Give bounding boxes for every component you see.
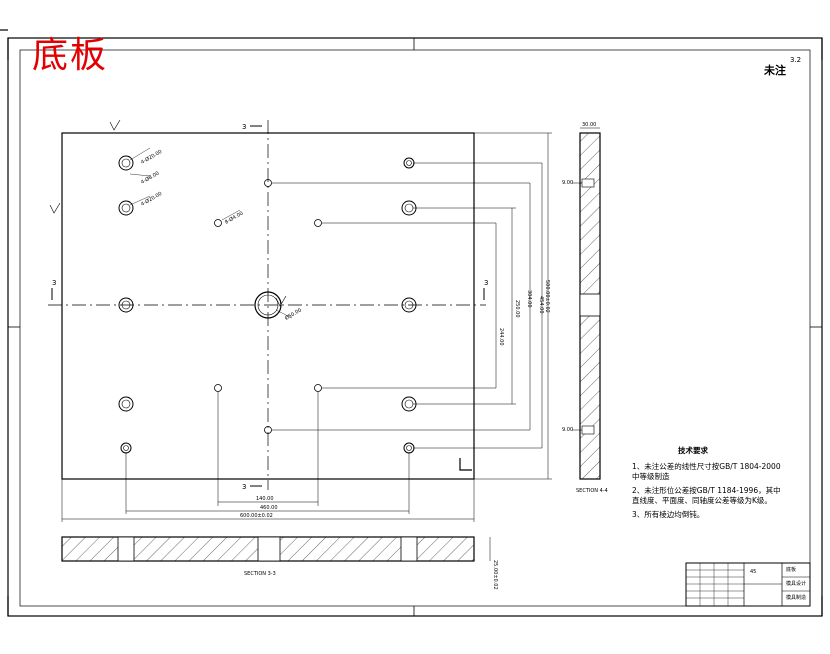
center-bore [254,291,282,319]
hole-bl2 [120,442,132,454]
callout-2: 4-Ø8.00 [140,170,161,186]
section-slot-center [257,536,281,562]
tech-req-title: 技术要求 [678,446,708,455]
title-block-material: 45 [750,569,757,575]
finish-symbols [49,119,287,307]
callout-4: 8-Ø4.00 [224,210,245,226]
dim-140: 140.00 [256,496,274,502]
side-view-caption: SECTION 4-4 [576,488,608,494]
drawing-title: 底板 [32,35,109,76]
pin-holes [214,179,322,434]
side-slot-top [581,178,595,188]
section-cut-marks [51,125,485,487]
side-dimension-lines [572,127,600,431]
technical-requirements: 技术要求 1、未注公差的线性尺寸按GB/T 1804-2000中等级制造 2、未… [632,446,782,524]
title-block [685,562,811,607]
hole-mr [401,297,417,313]
side-slot-bottom [581,425,595,435]
roughness-value: 3.2 [790,56,802,64]
hole-tr1 [403,157,415,169]
hole-ml [118,297,134,313]
section-view-caption: SECTION 3-3 [244,571,276,577]
dim-460: 460.00 [260,505,278,511]
dim-600: 600.00±0.02 [240,513,273,519]
bottom-dimension-lines [61,392,475,522]
title-block-name: 底板 [786,567,797,573]
dim-304: 304.00 [526,290,532,308]
hole-br2 [403,442,415,454]
callout-1: 4-Ø20.00 [140,148,164,166]
title-block-note2: 模具制造 [786,595,807,601]
inner-frame [19,49,811,607]
side-dim-top: 30.00 [582,122,596,128]
section-slot-left [117,536,135,562]
thickness-dim: 25.00±0.02 [492,560,498,590]
roughness-label: 未注 [764,64,786,77]
tech-req-item-1: 1、未注公差的线性尺寸按GB/T 1804-2000中等级制造 [632,462,781,481]
side-dim-9-bottom: 9.00 [562,427,573,433]
right-dimension-leaders [272,132,552,480]
corner-marks [0,29,823,616]
tech-req-item-3: 3、所有棱边均倒钝。 [632,510,705,519]
callout-5: Ø50.00 [284,307,303,322]
hole-tl2 [118,200,134,216]
callout-3: 4-Ø20.00 [140,190,164,208]
section-label-left: 3 [52,279,56,287]
tech-req-item-2: 2、未注形位公差按GB/T 1184-1996，其中直线度、平面度、同轴度公差等… [632,486,781,505]
title-block-note1: 模具设计 [786,581,807,587]
dim-244: 244.00 [498,328,504,346]
callout-leaders [129,147,293,319]
section-slot-right [400,536,418,562]
section-label-top: 3 [242,123,246,131]
hole-tl1 [118,155,134,171]
center-bore-inner [257,294,279,316]
hole-bl1 [118,396,134,412]
corner-mark [459,458,472,471]
outer-border [7,37,823,617]
section-label-bottom: 3 [242,483,246,491]
dim-250: 250.00 [514,300,520,318]
side-slot-center [579,293,601,317]
counterbore-holes [118,155,417,454]
dim-500: 500.00±0.02 [544,280,550,313]
dim-454: 454.00 [538,296,544,314]
center-ticks [8,38,822,616]
side-dim-9-top: 9.00 [562,180,573,186]
section-label-right: 3 [484,279,488,287]
